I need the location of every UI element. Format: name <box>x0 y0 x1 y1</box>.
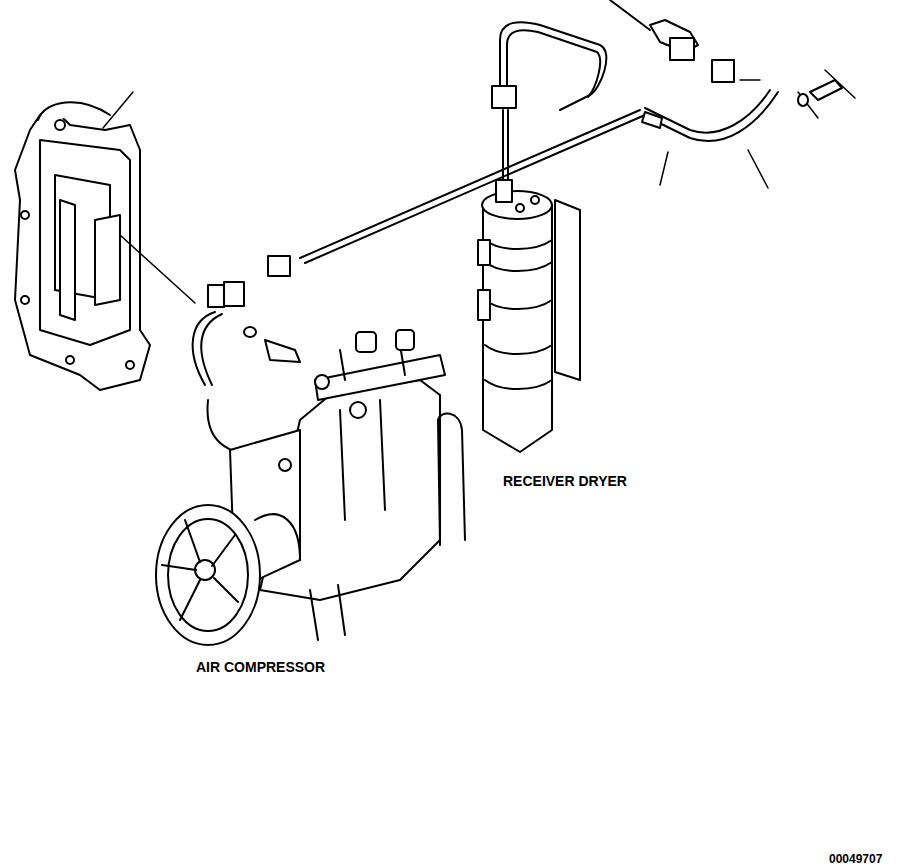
part-label: RECEIVER DRYER <box>502 473 628 489</box>
leader-line <box>103 70 855 303</box>
drawing-number: 00049707 <box>828 852 883 866</box>
mounting-bracket <box>15 102 150 390</box>
receiver-dryer <box>478 180 580 452</box>
part-label: AIR COMPRESSOR <box>195 659 326 675</box>
wire-harness <box>193 0 778 455</box>
air-compressor <box>156 330 465 645</box>
